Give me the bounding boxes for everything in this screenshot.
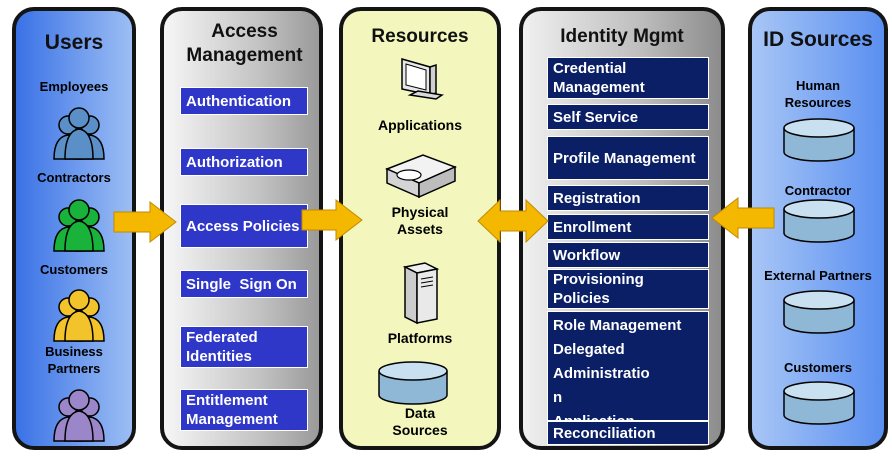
- authorization-box: Authorization: [180, 148, 308, 176]
- self-service-box: Self Service: [547, 104, 709, 130]
- employees-people-icon: [53, 107, 105, 160]
- data-sources-database-icon: [378, 361, 448, 405]
- human-resources-database-icon: [783, 118, 855, 162]
- role-management-text: Role Management: [553, 317, 682, 334]
- platforms-label: Platforms: [387, 330, 453, 346]
- access-to-resources-arrow-icon: [301, 198, 363, 242]
- identity-management-panel: Identity Mgmt Credential Management Self…: [519, 7, 725, 450]
- monitor-icon: [401, 58, 444, 100]
- external-partners-label: External Partners: [764, 268, 872, 283]
- identity-management-title: Identity Mgmt: [560, 26, 684, 47]
- application-text: Application: [553, 410, 703, 420]
- data-sources-label: Data Sources: [392, 405, 448, 438]
- user-label-contractors: Contractors: [37, 170, 111, 185]
- physical-asset-icon: [385, 154, 457, 199]
- delegated-administration-wrap-text: n: [553, 389, 563, 406]
- access-management-title: Access Management: [186, 21, 303, 66]
- credential-management-box: Credential Management: [547, 57, 709, 99]
- contractor-label: Contractor: [784, 183, 852, 198]
- user-label-employees: Employees: [39, 79, 109, 94]
- single-sign-on-box: Single Sign On: [180, 270, 308, 298]
- reconciliation-box: Reconciliation: [547, 421, 709, 445]
- users-title: Users: [44, 31, 104, 54]
- authentication-box: Authentication: [180, 87, 308, 115]
- human-resources-label: Human Resources: [784, 78, 852, 110]
- entitlement-management-box: Entitlement Management: [180, 389, 308, 431]
- provisioning-policies-box: Provisioning Policies: [547, 269, 709, 309]
- physical-assets-label: Physical Assets: [391, 204, 449, 237]
- contractor-database-icon: [783, 199, 855, 243]
- enrollment-box: Enrollment: [547, 214, 709, 240]
- registration-box: Registration: [547, 185, 709, 211]
- access-management-panel: Access Management Authentication Authori…: [160, 7, 323, 450]
- resources-panel: Resources Applications Physical Assets P…: [339, 7, 501, 450]
- users-to-access-arrow-icon: [113, 200, 177, 244]
- customers-people-icon: [53, 289, 105, 342]
- user-label-customers: Customers: [40, 262, 108, 277]
- idsources-to-identity-arrow-icon: [711, 196, 775, 240]
- applications-label: Applications: [377, 117, 462, 133]
- profile-management-box: Profile Management: [547, 136, 709, 180]
- customers-database-icon: [783, 381, 855, 425]
- delegated-administration-text: Delegated Administratio: [553, 341, 650, 382]
- role-management-group-box: Role Management Delegated Administratio …: [547, 311, 709, 421]
- federated-identities-box: Federated Identities: [180, 326, 308, 368]
- server-icon: [402, 262, 440, 325]
- resources-identity-double-arrow-icon: [477, 198, 549, 244]
- business-partners-people-icon: [53, 389, 105, 442]
- resources-title: Resources: [371, 26, 469, 47]
- user-label-business-partners: Business Partners: [45, 344, 103, 376]
- contractors-people-icon: [53, 199, 105, 252]
- id-sources-title: ID Sources: [763, 28, 873, 51]
- access-policies-box: Access Policies: [180, 204, 308, 248]
- customers-source-label: Customers: [784, 360, 852, 375]
- external-partners-database-icon: [783, 290, 855, 334]
- workflow-box: Workflow: [547, 242, 709, 268]
